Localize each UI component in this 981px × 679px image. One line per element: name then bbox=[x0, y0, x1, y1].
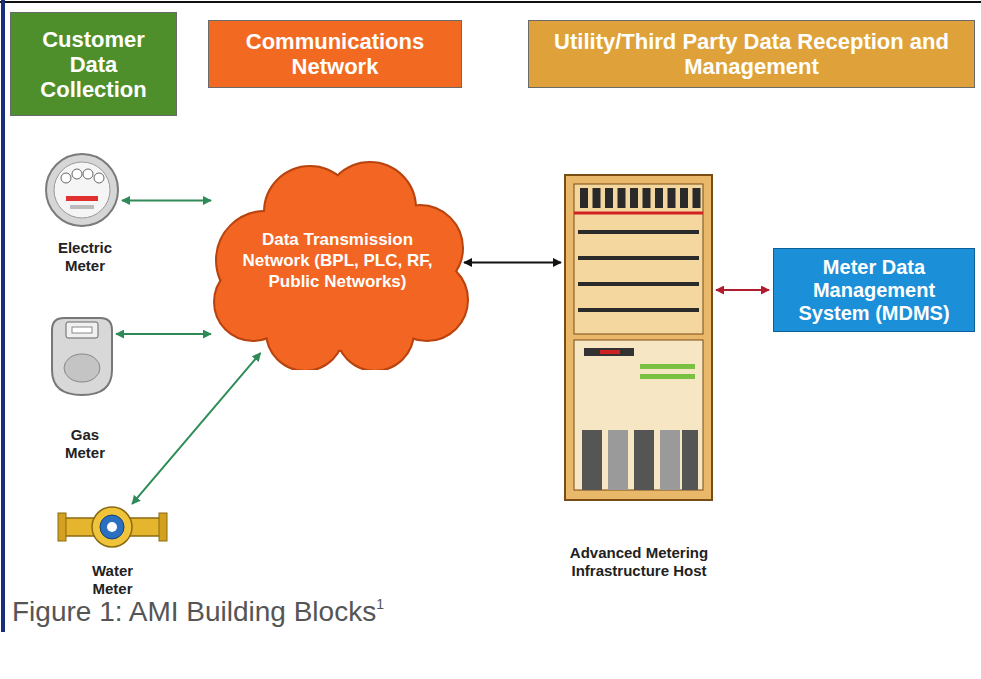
node-label: Water Meter bbox=[83, 562, 143, 598]
node-label: Data Transmission Network (BPL, PLC, RF,… bbox=[230, 229, 445, 292]
node-label: Electric Meter bbox=[45, 239, 125, 275]
frame-left bbox=[1, 0, 5, 632]
column-header: Communications Network bbox=[208, 20, 462, 88]
network-cloud: Data Transmission Network (BPL, PLC, RF,… bbox=[205, 150, 470, 370]
meter-node: Gas Meter bbox=[35, 312, 135, 462]
footnote-number: 1 bbox=[376, 596, 384, 612]
node-label: Utility/Third Party Data Reception and M… bbox=[535, 29, 968, 79]
double-arrow bbox=[116, 333, 211, 335]
column-header: Utility/Third Party Data Reception and M… bbox=[528, 20, 975, 88]
node-label: Meter Data Management System (MDMS) bbox=[782, 256, 966, 325]
water-meter-icon bbox=[58, 507, 167, 547]
double-arrow bbox=[132, 353, 260, 504]
double-arrow bbox=[716, 289, 769, 291]
meter-node: Electric Meter bbox=[35, 150, 135, 275]
server-cabinet-icon bbox=[565, 175, 712, 500]
double-arrow bbox=[122, 200, 211, 202]
caption-line: Figure 1: AMI Building Blocks1 bbox=[12, 596, 384, 628]
frame-top bbox=[0, 1, 981, 3]
process-box: Meter Data Management System (MDMS) bbox=[773, 248, 975, 332]
node-label: Customer Data Collection bbox=[17, 27, 170, 102]
node-label: Advanced Metering Infrastructure Host bbox=[564, 544, 714, 580]
column-header: Customer Data Collection bbox=[10, 12, 177, 116]
electric-meter-icon bbox=[46, 154, 118, 226]
node-label: Communications Network bbox=[215, 29, 455, 79]
figure-caption: Figure 1: AMI Building Blocks bbox=[12, 596, 376, 627]
host-node: Advanced Metering Infrastructure Host bbox=[548, 175, 730, 580]
meter-node: Water Meter bbox=[50, 505, 175, 598]
gas-meter-icon bbox=[52, 318, 112, 395]
double-arrow bbox=[464, 262, 561, 264]
node-label: Gas Meter bbox=[55, 426, 115, 462]
